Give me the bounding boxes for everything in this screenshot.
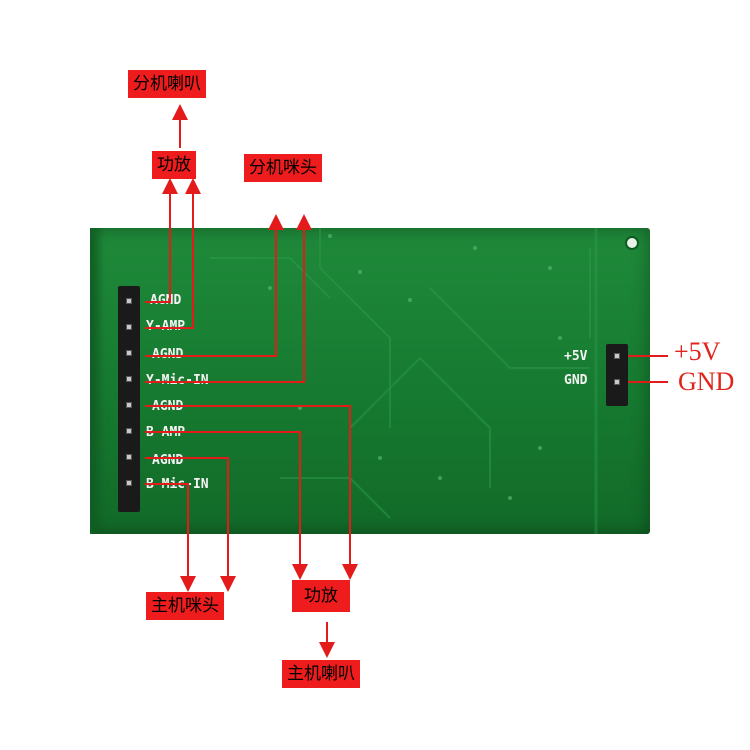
left-pin-header [118,286,140,512]
wire-b-amp [145,431,308,580]
label-power-5v: +5V [674,337,721,366]
silk-pin-1: AGND [150,293,182,308]
left-header-pin [126,480,132,486]
wire-agnd-1 [145,178,178,303]
label-bottom-speaker: 主机喇叭 [282,660,360,688]
left-header-pin [126,298,132,304]
silk-pin-4: Y-Mic-IN [146,373,209,388]
left-header-pin [126,454,132,460]
right-pin-header [606,344,628,406]
label-bottom-amp: 功放 [292,580,350,612]
label-power-gnd: GND [678,367,735,396]
label-top-amp: 功放 [152,151,196,179]
wire-y-amp [145,178,201,329]
silk-pin-5v: +5V [564,349,588,364]
wire-y-mic [145,214,312,383]
label-bottom-mic: 主机咪头 [146,592,224,620]
label-top-speaker: 分机喇叭 [128,70,206,98]
right-header-pin [614,379,620,385]
left-header-pin [126,428,132,434]
left-header-pin [126,402,132,408]
mounting-hole [627,238,637,248]
left-header-pin [126,350,132,356]
silk-pin-gnd: GND [564,373,588,388]
right-header-pin [614,353,620,359]
pcb-board-edge [90,228,104,534]
silk-pin-3: AGND [152,347,184,362]
left-header-pin [126,376,132,382]
silk-pin-2: Y-AMP [146,319,186,334]
wire-agnd-3 [145,214,284,357]
wire-agnd-7 [145,457,236,592]
label-top-mic: 分机咪头 [244,154,322,182]
wire-agnd-5 [145,405,358,580]
left-header-pin [126,324,132,330]
wire-b-mic [145,483,196,592]
